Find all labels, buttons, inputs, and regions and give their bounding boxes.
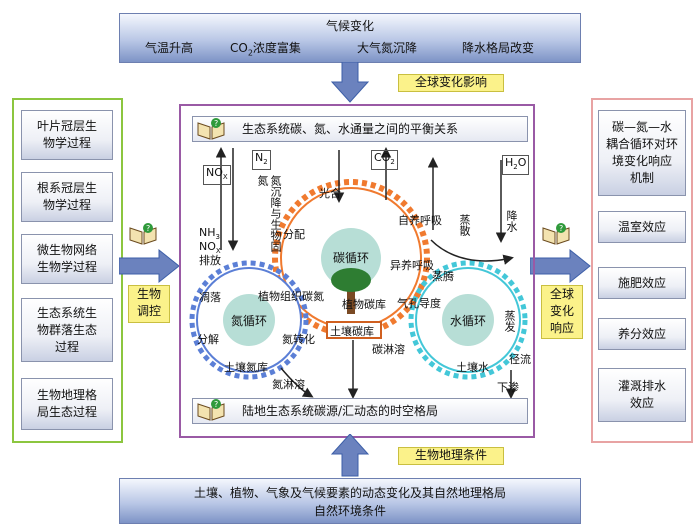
svg-text:?: ? — [214, 400, 218, 409]
climate-change-box: 气候变化 气温升高 CO2浓度富集 大气氮沉降 降水格局改变 — [119, 13, 581, 63]
runoff-label: 径流 — [509, 353, 531, 366]
soil-carbon-pool: 土壤碳库 — [330, 325, 374, 338]
up-arrow-icon — [330, 434, 370, 477]
balance-banner — [192, 116, 528, 142]
nitrogen-cycle-label: 氮循环 — [230, 314, 267, 328]
left-item-leaf-canopy: 叶片冠层生物学过程 — [21, 110, 113, 160]
stomatal-conductance-label: 气孔导度 — [397, 297, 441, 310]
nh3-label: NH3 — [199, 226, 220, 242]
emission-label: 排放 — [199, 254, 221, 267]
gas-nox: NOX — [203, 165, 231, 186]
left-item-biogeographic: 生物地理格局生态过程 — [21, 378, 113, 430]
book-icon: ? — [197, 118, 225, 140]
climate-item-co2: CO2浓度富集 — [230, 41, 301, 58]
right-item-fertilization: 施肥效应 — [598, 267, 686, 299]
natural-environment-line1: 土壤、植物、气象及气候要素的动态变化及其自然地理格局 — [193, 486, 506, 500]
gas-co2: CO2 — [371, 150, 398, 171]
soil-water-pool: 土壤水 — [456, 361, 489, 374]
right-item-greenhouse: 温室效应 — [598, 211, 686, 243]
svg-text:?: ? — [214, 119, 218, 128]
photosynthesis-label: 光合 — [319, 187, 341, 200]
carbon-cycle-label: 碳循环 — [332, 251, 369, 265]
climate-item-n-deposition: 大气氮沉降 — [357, 41, 418, 55]
left-item-microbial-network: 微生物网络生物学过程 — [21, 234, 113, 284]
transpiration-label: 蒸散 — [458, 214, 471, 236]
water-cycle-label: 水循环 — [449, 314, 486, 328]
plant-carbon-pool-label: 植物碳库 — [342, 298, 386, 311]
svg-text:?: ? — [559, 224, 563, 233]
book-icon: ? — [197, 399, 225, 421]
gas-n2: N2 — [252, 150, 271, 171]
heterotrophic-respiration-label: 异养呼吸 — [390, 259, 434, 272]
cycle-diagram — [189, 147, 528, 398]
bio-control-label: 生物调控 — [128, 285, 170, 323]
right-item-irrigation: 灌溉排水效应 — [598, 368, 686, 422]
left-item-community-ecology: 生态系统生物群落生态过程 — [21, 298, 113, 362]
infiltration-label: 下渗 — [497, 381, 519, 394]
plant-tissue-label: 植物组织碳氮 — [258, 290, 324, 303]
autotrophic-respiration-label: 自养呼吸 — [398, 214, 442, 227]
biogeographic-conditions-label: 生物地理条件 — [398, 447, 504, 465]
right-arrow-icon — [119, 248, 180, 284]
c-leaching-label: 碳淋溶 — [372, 343, 405, 356]
right-item-coupling-mechanism: 碳—氮—水耦合循环对环境变化响应机制 — [598, 110, 686, 196]
soil-nitrogen-pool: 土壤氮库 — [224, 361, 268, 374]
global-change-impact-label: 全球变化影响 — [398, 74, 504, 92]
nitrogen-cycle-gear — [189, 260, 309, 380]
gas-h2o: H2O — [502, 155, 530, 176]
climate-item-temperature: 气温升高 — [145, 41, 194, 55]
n-deposition-label: 氮沉降与生物固氮 — [256, 175, 282, 252]
right-arrow-icon — [530, 248, 591, 284]
nox-emission-label: NOX — [199, 240, 221, 256]
n-leaching-label: 氮淋溶 — [272, 378, 305, 391]
svg-text:?: ? — [146, 224, 150, 233]
right-item-nutrient: 养分效应 — [598, 318, 686, 350]
down-arrow-icon — [330, 62, 370, 103]
climate-change-title: 气候变化 — [325, 19, 374, 33]
spatiotemporal-banner — [192, 398, 528, 424]
evaporation-label: 蒸腾 — [432, 270, 454, 283]
litterfall-label: 凋落 — [199, 291, 221, 304]
book-icon: ? — [129, 223, 157, 245]
precipitation-label: 降水 — [505, 210, 518, 232]
global-change-response-label: 全球变化响应 — [541, 285, 583, 339]
book-icon: ? — [542, 223, 570, 245]
n-transform-label: 氮转化 — [282, 333, 315, 346]
water-cycle-gear — [408, 260, 528, 380]
evaporation2-label: 蒸发 — [503, 310, 516, 332]
tree-icon — [331, 268, 371, 314]
balance-banner-text: 生态系统碳、氮、水通量之间的平衡关系 — [242, 122, 459, 136]
natural-environment-line2: 自然环境条件 — [313, 504, 386, 518]
climate-item-precipitation: 降水格局改变 — [462, 41, 535, 55]
partition-label: 分配 — [283, 228, 305, 241]
decomposition-label: 分解 — [197, 333, 219, 346]
ecosystem-panel — [179, 104, 535, 438]
right-response-panel — [591, 98, 693, 443]
spatiotemporal-banner-text: 陆地生态系统碳源/汇动态的时空格局 — [242, 404, 439, 418]
natural-environment-box: 土壤、植物、气象及气候要素的动态变化及其自然地理格局 自然环境条件 — [119, 478, 581, 524]
left-item-root-canopy: 根系冠层生物学过程 — [21, 172, 113, 222]
